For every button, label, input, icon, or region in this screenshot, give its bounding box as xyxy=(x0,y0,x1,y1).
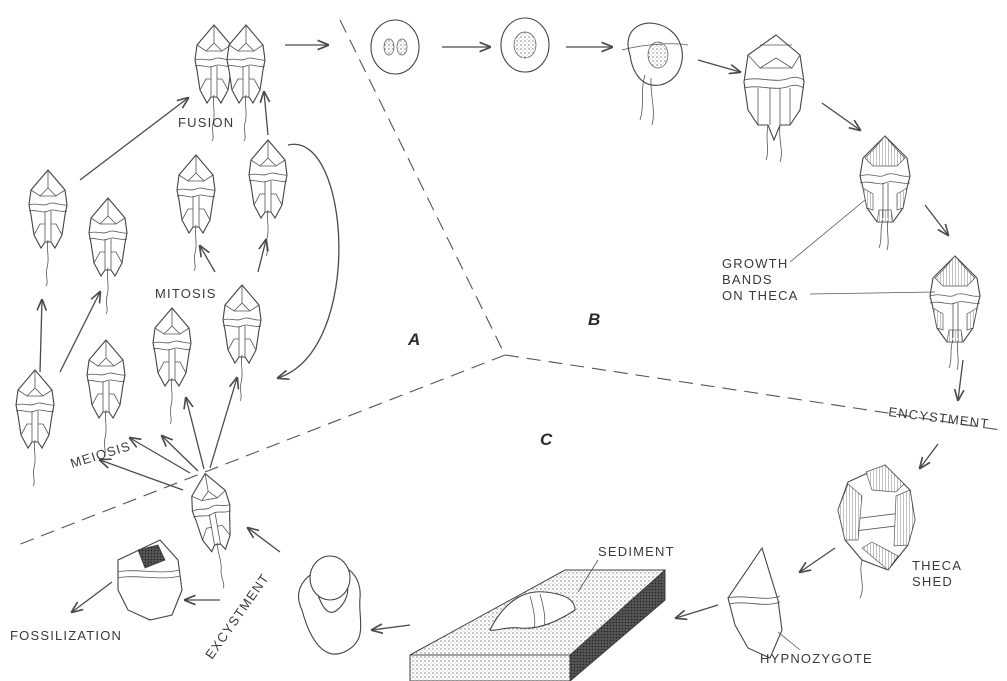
label-theca: THECA xyxy=(912,558,962,573)
svg-text:BANDS: BANDS xyxy=(722,272,773,287)
label-meiosis: MEIOSIS xyxy=(68,438,132,471)
section-label-a: A xyxy=(407,330,420,349)
zygote-growth-bands-1 xyxy=(860,136,910,250)
growth-bands-leader xyxy=(790,200,865,262)
haploid-cell xyxy=(177,155,215,271)
hypnozygote-cyst xyxy=(728,548,782,658)
label-fossilization: FOSSILIZATION xyxy=(10,628,122,643)
haploid-cell xyxy=(153,308,191,424)
sediment-block xyxy=(410,570,665,681)
section-b-arrows xyxy=(442,47,963,400)
section-a-arrows xyxy=(40,45,339,490)
zygote-round-2 xyxy=(501,18,549,72)
svg-text:ON THECA: ON THECA xyxy=(722,288,799,303)
label-encystment: ENCYSTMENT xyxy=(888,404,991,431)
section-label-c: C xyxy=(540,430,553,449)
zygote-round-1 xyxy=(371,20,419,74)
label-fusion: FUSION xyxy=(178,115,234,130)
haploid-cell xyxy=(249,140,287,256)
germinated-cell xyxy=(186,470,244,591)
label-hypnozygote: HYPNOZYGOTE xyxy=(760,651,873,666)
cyst-theca-shed xyxy=(838,465,915,598)
hypnozygote-leader xyxy=(778,632,800,650)
haploid-cell xyxy=(89,198,127,314)
section-label-b: B xyxy=(588,310,600,329)
zygote-thecate-1 xyxy=(744,35,804,162)
zygote-flagellated xyxy=(622,23,688,125)
growth-bands-label: GROWTH BANDS ON THECA xyxy=(722,256,799,303)
label-excystment: EXCYSTMENT xyxy=(202,571,272,662)
haploid-cell xyxy=(87,340,125,456)
label-sediment: SEDIMENT xyxy=(598,544,675,559)
label-shed: SHED xyxy=(912,574,953,589)
haploid-cell xyxy=(16,370,54,486)
svg-text:GROWTH: GROWTH xyxy=(722,256,788,271)
excysted-cyst xyxy=(299,556,361,654)
haploid-cell xyxy=(223,285,261,401)
label-mitosis: MITOSIS xyxy=(155,286,217,301)
section-dividers xyxy=(18,20,1000,545)
fossil-cyst xyxy=(118,540,182,620)
growth-bands-leader xyxy=(810,292,935,294)
zygote-growth-bands-2 xyxy=(930,256,980,370)
haploid-cell xyxy=(29,170,67,286)
